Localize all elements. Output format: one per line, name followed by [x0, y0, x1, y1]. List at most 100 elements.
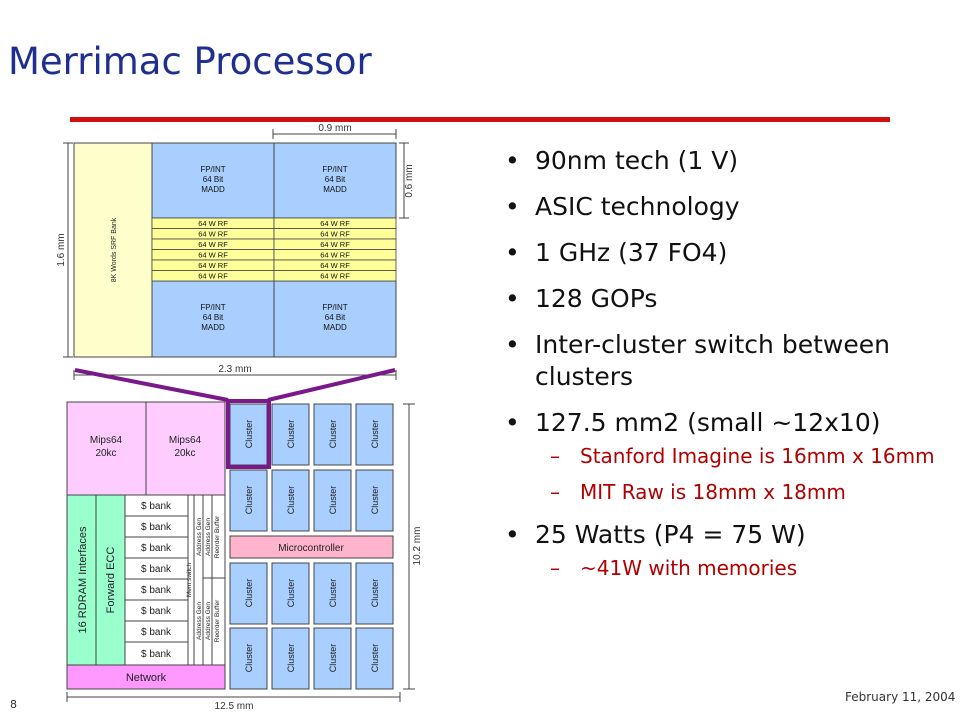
cluster — [355, 469, 394, 532]
mips-label: 20kc — [174, 448, 195, 459]
mips-label: Mips64 — [90, 435, 123, 446]
bullet-text: 127.5 mm2 (small ~12x10) — [535, 408, 881, 437]
mips-core — [145, 401, 226, 496]
forward-ecc — [95, 494, 126, 666]
bullet-text: 128 GOPs — [535, 284, 658, 313]
bullet-text: 90nm tech (1 V) — [535, 146, 739, 175]
bullet-text: 25 Watts (P4 = 75 W) — [535, 520, 806, 549]
fp-unit-line: 64 Bit — [325, 313, 346, 322]
bullet-text: ASIC technology — [535, 192, 740, 221]
cluster-label: Cluster — [370, 486, 380, 515]
rf-label: 64 W RF — [198, 230, 228, 239]
fp-unit — [151, 280, 275, 358]
slide-title: Merrimac Processor — [8, 40, 372, 83]
cluster — [229, 403, 268, 466]
cluster-detail: 0.9 mm 0.6 mm 1.6 mm 2.3 mm 8K Words SRF… — [56, 123, 415, 380]
cluster-label: Cluster — [286, 486, 296, 515]
cluster-label: Cluster — [370, 644, 380, 673]
rf-label: 64 W RF — [198, 272, 228, 281]
cluster-label: Cluster — [328, 420, 338, 449]
rdram-interfaces — [66, 494, 97, 666]
sub-bullet-item: ~41W with memories — [535, 555, 955, 581]
bullet-item: 127.5 mm2 (small ~12x10) Stanford Imagin… — [505, 407, 955, 505]
cluster-label: Cluster — [244, 644, 254, 673]
sub-bullet-item: Stanford Imagine is 16mm x 16mm — [535, 443, 955, 469]
bullet-text: 1 GHz (37 FO4) — [535, 238, 728, 267]
page-number: 8 — [10, 698, 17, 711]
rf-label: 64 W RF — [320, 251, 350, 260]
fp-unit-line: MADD — [201, 323, 225, 332]
rf-label: 64 W RF — [198, 240, 228, 249]
rf-label: 64 W RF — [320, 230, 350, 239]
fp-unit — [151, 142, 275, 219]
network-label: Network — [126, 672, 167, 684]
cluster-label: Cluster — [328, 579, 338, 608]
cluster — [355, 562, 394, 625]
cache-banks — [124, 494, 189, 666]
fp-unit-line: FP/INT — [322, 303, 347, 312]
highlighted-cluster — [226, 399, 271, 469]
reorder-buffer-label: Reorder Buffer — [214, 515, 221, 558]
chip-dim-bottom-label: 12.5 mm — [215, 701, 254, 712]
cluster-label: Cluster — [244, 420, 254, 449]
cluster — [271, 562, 310, 625]
reorder-buffer-label: Reorder Buffer — [214, 599, 221, 642]
rf-label: 64 W RF — [320, 240, 350, 249]
rf-label: 64 W RF — [198, 219, 228, 228]
mips-label: Mips64 — [169, 435, 202, 446]
fp-unit-line: MADD — [323, 323, 347, 332]
rf-label: 64 W RF — [320, 272, 350, 281]
rf-label: 64 W RF — [320, 219, 350, 228]
cluster — [271, 627, 310, 690]
rf-label: 64 W RF — [198, 251, 228, 260]
bullet-list: 90nm tech (1 V) ASIC technology 1 GHz (3… — [505, 145, 955, 595]
sub-bullet-item: MIT Raw is 18mm x 18mm — [535, 479, 955, 505]
cache-bank-label: $ bank — [141, 564, 172, 575]
cluster — [313, 562, 352, 625]
mem-switch-label: Mem switch — [186, 562, 193, 597]
rf-label: 64 W RF — [198, 261, 228, 270]
address-gen-label: Address Gen — [205, 602, 212, 640]
address-gen-label: Address Gen — [205, 518, 212, 556]
cluster — [313, 469, 352, 532]
bullet-item: 128 GOPs — [505, 283, 955, 315]
sub-bullet-list: Stanford Imagine is 16mm x 16mm MIT Raw … — [535, 443, 955, 505]
title-underline — [70, 117, 890, 122]
cluster-array — [229, 403, 394, 690]
cluster — [271, 469, 310, 532]
cache-bank-label: $ bank — [141, 606, 172, 617]
cluster-label: Cluster — [370, 420, 380, 449]
cluster-label: Cluster — [286, 420, 296, 449]
ecc-label: Forward ECC — [105, 547, 117, 614]
fp-unit-line: 64 Bit — [203, 313, 224, 322]
cache-bank-label: $ bank — [141, 522, 172, 533]
dim-top-label: 0.9 mm — [318, 123, 351, 134]
cluster-label: Cluster — [286, 644, 296, 673]
microcontroller — [229, 535, 394, 559]
cluster — [313, 403, 352, 466]
cluster — [229, 627, 268, 690]
fp-unit-line: MADD — [201, 185, 225, 194]
fp-unit-line: FP/INT — [322, 165, 347, 174]
cluster-label: Cluster — [370, 579, 380, 608]
footer-date: February 11, 2004 — [845, 690, 956, 704]
srf-bank — [73, 142, 153, 358]
zoom-connector — [267, 368, 396, 402]
bullet-item: Inter-cluster switch between clusters — [505, 329, 955, 393]
cluster — [229, 469, 268, 532]
cluster-label: Cluster — [244, 486, 254, 515]
dim-left-label: 1.6 mm — [56, 233, 67, 266]
fp-unit-line: 64 Bit — [325, 175, 346, 184]
cluster-label: Cluster — [328, 486, 338, 515]
sub-bullet-list: ~41W with memories — [535, 555, 955, 581]
bullet-item: ASIC technology — [505, 191, 955, 223]
cluster-label: Cluster — [244, 579, 254, 608]
fp-unit-line: 64 Bit — [203, 175, 224, 184]
cluster — [313, 627, 352, 690]
bullet-item: 25 Watts (P4 = 75 W) ~41W with memories — [505, 519, 955, 581]
cluster-label: Cluster — [286, 579, 296, 608]
rf-label: 64 W RF — [320, 261, 350, 270]
cache-bank-label: $ bank — [141, 585, 172, 596]
rf-rows — [151, 217, 397, 282]
network-block — [66, 664, 226, 690]
